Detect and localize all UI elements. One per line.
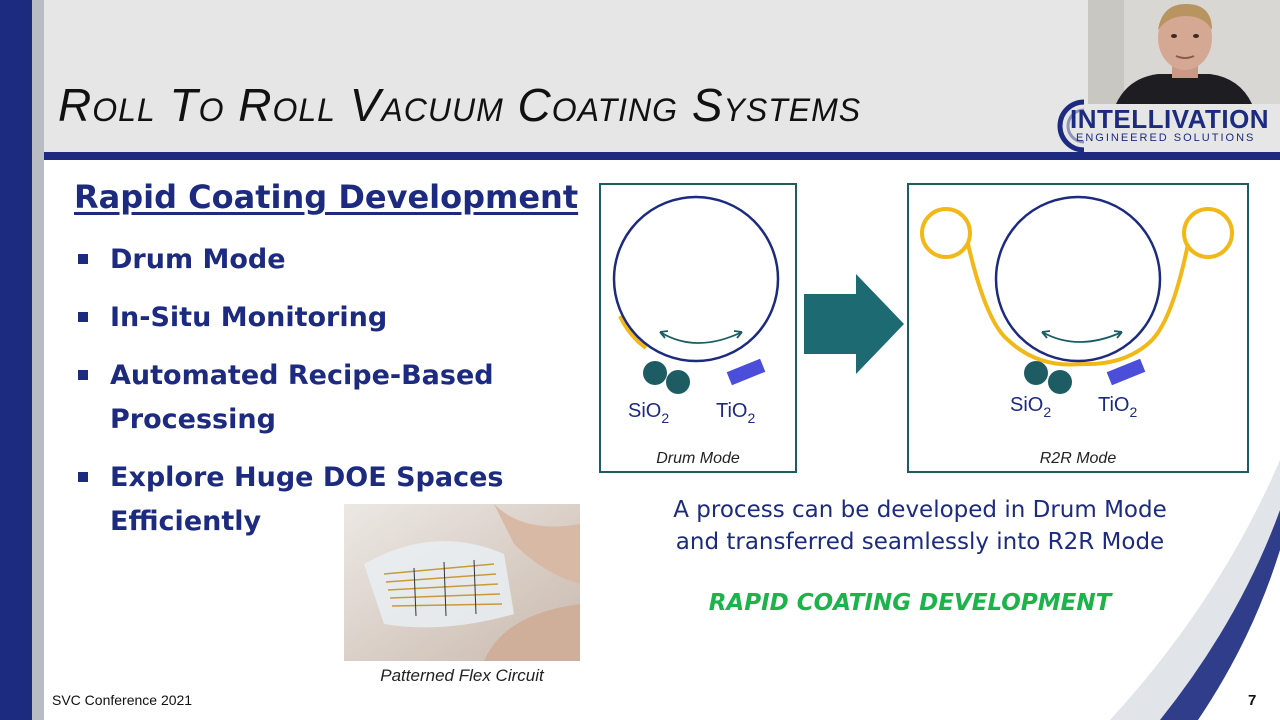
svg-text:TiO2: TiO2 bbox=[716, 400, 755, 426]
sio2-subscript: 2 bbox=[1043, 404, 1051, 420]
bullet-label: Automated Recipe-Based Processing bbox=[110, 360, 494, 435]
bullet-label: In-Situ Monitoring bbox=[110, 302, 388, 333]
sio2-source-icon bbox=[1024, 361, 1048, 385]
left-accent-bar bbox=[0, 0, 32, 720]
rotation-arrow-icon bbox=[659, 331, 743, 344]
tio2-label: TiO bbox=[716, 400, 747, 422]
logo-swirl-icon bbox=[1057, 99, 1085, 153]
r2r-mode-panel: SiO2 TiO2 R2R Mode bbox=[907, 183, 1249, 473]
sio2-label: SiO bbox=[1010, 394, 1043, 416]
section-heading: Rapid Coating Development bbox=[74, 178, 579, 216]
drum-circle bbox=[612, 195, 780, 363]
bullet-item: Drum Mode bbox=[76, 238, 556, 282]
title-band bbox=[44, 0, 1280, 152]
bullet-list: Drum Mode In-Situ Monitoring Automated R… bbox=[76, 238, 556, 558]
slide-title: Roll To Roll Vacuum Coating Systems bbox=[58, 79, 862, 131]
sio2-source-icon bbox=[1048, 370, 1072, 394]
sio2-source-icon bbox=[643, 361, 667, 385]
drum-circle bbox=[994, 195, 1162, 363]
bullet-label: Explore Huge DOE Spaces Efficiently bbox=[110, 462, 504, 537]
bullet-label: Drum Mode bbox=[110, 244, 286, 275]
logo-subtitle: ENGINEERED SOLUTIONS bbox=[1076, 132, 1256, 144]
explanation-line: A process can be developed in Drum Mode bbox=[673, 497, 1167, 523]
sio2-source-icon bbox=[666, 370, 690, 394]
photo-caption: Patterned Flex Circuit bbox=[380, 666, 544, 685]
left-accent-bar-inner bbox=[32, 0, 44, 720]
explanation-line: and transferred seamlessly into R2R Mode bbox=[675, 529, 1165, 555]
process-diagram: SiO2 TiO2 Drum Mode SiO2 TiO2 R2R Mode bbox=[599, 183, 1249, 473]
tio2-label: TiO bbox=[1098, 394, 1129, 416]
bullet-item: Explore Huge DOE Spaces Efficiently bbox=[76, 456, 530, 544]
logo-name: INTELLIVATION bbox=[1070, 104, 1270, 134]
flex-circuit-image bbox=[344, 504, 580, 661]
flex-circuit-photo bbox=[344, 504, 580, 661]
tio2-subscript: 2 bbox=[1129, 404, 1137, 420]
square-bullet-icon bbox=[78, 254, 88, 264]
presenter-image bbox=[1088, 0, 1280, 104]
bullet-item: Automated Recipe-Based Processing bbox=[76, 354, 510, 442]
svg-text:SiO2: SiO2 bbox=[1010, 394, 1051, 420]
right-arrow-icon bbox=[804, 274, 904, 374]
corner-swoosh bbox=[1110, 460, 1280, 720]
drum-mode-caption: Drum Mode bbox=[656, 450, 740, 467]
svg-text:SiO2: SiO2 bbox=[628, 400, 669, 426]
svg-text:TiO2: TiO2 bbox=[1098, 394, 1137, 420]
bullet-item: In-Situ Monitoring bbox=[76, 296, 556, 340]
rotation-arrow-icon bbox=[1041, 331, 1123, 343]
footer-conference: SVC Conference 2021 bbox=[52, 692, 193, 708]
page-number: 7 bbox=[1248, 692, 1257, 709]
sio2-subscript: 2 bbox=[661, 410, 669, 426]
unwind-roll-icon bbox=[920, 207, 972, 259]
square-bullet-icon bbox=[78, 472, 88, 482]
explanation-text: A process can be developed in Drum Mode … bbox=[620, 494, 1220, 558]
r2r-mode-caption: R2R Mode bbox=[1040, 450, 1117, 467]
intellivation-logo: INTELLIVATION ENGINEERED SOLUTIONS bbox=[1054, 98, 1280, 154]
tio2-source-icon bbox=[1106, 358, 1146, 386]
drum-mode-panel: SiO2 TiO2 Drum Mode bbox=[599, 183, 797, 473]
substrate-web bbox=[966, 243, 1190, 367]
rewind-roll-icon bbox=[1182, 207, 1234, 259]
tio2-source-icon bbox=[726, 358, 766, 386]
tagline: RAPID COATING DEVELOPMENT bbox=[708, 590, 1112, 616]
tio2-subscript: 2 bbox=[747, 410, 755, 426]
square-bullet-icon bbox=[78, 312, 88, 322]
square-bullet-icon bbox=[78, 370, 88, 380]
sio2-label: SiO bbox=[628, 400, 661, 422]
substrate-strip bbox=[618, 315, 648, 350]
presenter-webcam bbox=[1088, 0, 1280, 104]
title-rule bbox=[44, 152, 1280, 160]
